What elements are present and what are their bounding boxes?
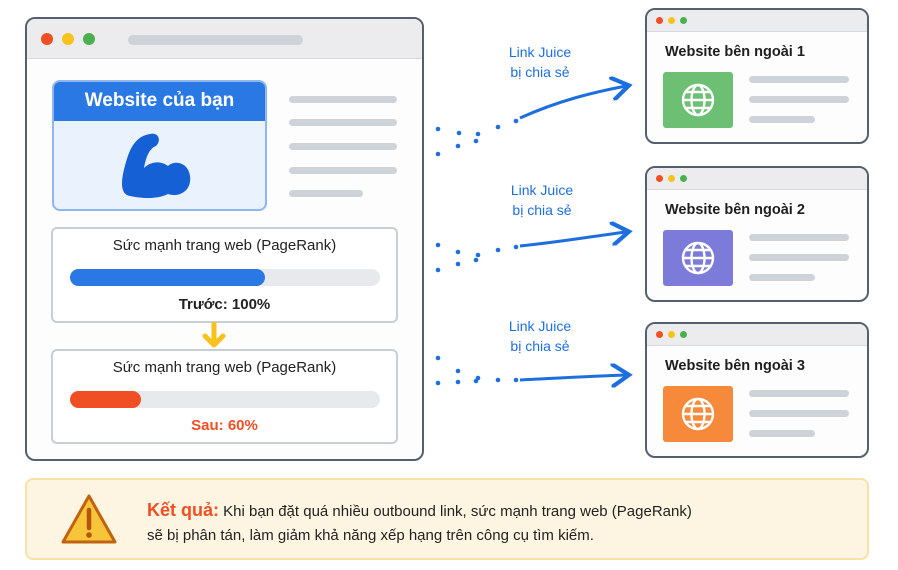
pagerank-after-box: Sức mạnh trang web (PageRank) Sau: 60% — [51, 349, 398, 444]
text-line — [749, 274, 815, 281]
text-line — [749, 430, 815, 437]
text-line — [289, 119, 397, 126]
text-line — [749, 390, 849, 397]
text-line — [749, 116, 815, 123]
flow-label-line: bị chia sẻ — [510, 338, 570, 354]
close-dot — [656, 17, 663, 24]
flow-label-line: bị chia sẻ — [510, 64, 570, 80]
address-bar — [128, 35, 303, 45]
flow-label-line: Link Juice — [510, 182, 574, 198]
pagerank-before-box: Sức mạnh trang web (PageRank) Trước: 100… — [51, 227, 398, 323]
text-line — [749, 410, 849, 417]
pagerank-before-fill — [70, 269, 266, 286]
external-website-window: Website bên ngoài 2 — [645, 166, 869, 302]
globe-icon — [663, 72, 733, 128]
flow-label-3: Link Juice bị chia sẻ — [485, 316, 595, 356]
your-website-card: Website của bạn — [52, 80, 267, 211]
pagerank-before-bar — [70, 269, 380, 286]
flow-label-line: bị chia sẻ — [512, 202, 572, 218]
text-line — [749, 254, 849, 261]
text-line — [749, 96, 849, 103]
warning-icon — [61, 494, 117, 544]
maximize-dot — [83, 33, 95, 45]
pagerank-before-value: Trước: 100% — [178, 296, 271, 313]
text-line — [749, 234, 849, 241]
pagerank-after-value: Sau: 60% — [191, 417, 258, 434]
title-bar — [27, 19, 422, 59]
text-line — [289, 190, 363, 197]
globe-icon — [663, 386, 733, 442]
external-website-title: Website bên ngoài 1 — [665, 44, 805, 60]
minimize-dot — [668, 175, 675, 182]
result-label: Kết quả: — [147, 500, 219, 520]
title-bar — [647, 10, 867, 32]
globe-icon — [663, 230, 733, 286]
text-line — [289, 143, 397, 150]
flow-arrow-2 — [435, 232, 626, 273]
pagerank-after-bar — [70, 391, 380, 408]
minimize-dot — [62, 33, 74, 45]
pagerank-title: Sức mạnh trang web (PageRank) — [112, 237, 337, 254]
text-line — [749, 76, 849, 83]
result-line-2: sẽ bị phân tán, làm giảm khả năng xếp hạ… — [147, 527, 594, 544]
flow-label-1: Link Juice bị chia sẻ — [485, 42, 595, 82]
pagerank-after-fill — [70, 391, 142, 408]
title-bar — [647, 168, 867, 190]
text-line — [289, 96, 397, 103]
title-bar — [647, 324, 867, 346]
text-line — [289, 167, 397, 174]
flow-label-line: Link Juice — [508, 44, 572, 60]
external-website-window: Website bên ngoài 1 — [645, 8, 869, 144]
close-dot — [41, 33, 53, 45]
flow-label-line: Link Juice — [508, 318, 572, 334]
down-arrow-icon — [202, 322, 226, 348]
maximize-dot — [680, 331, 687, 338]
flow-arrow-1 — [435, 86, 626, 157]
minimize-dot — [668, 331, 675, 338]
close-dot — [656, 331, 663, 338]
external-website-title: Website bên ngoài 2 — [665, 202, 805, 218]
flow-label-2: Link Juice bị chia sẻ — [487, 180, 597, 220]
result-text: Khi bạn đặt quá nhiều outbound link, sức… — [223, 503, 692, 520]
close-dot — [656, 175, 663, 182]
minimize-dot — [668, 17, 675, 24]
your-website-window: Website của bạn Sức mạnh trang web (Page… — [25, 17, 424, 461]
external-website-window: Website bên ngoài 3 — [645, 322, 869, 458]
flow-arrow-3 — [435, 355, 626, 386]
maximize-dot — [680, 17, 687, 24]
card-title: Website của bạn — [54, 82, 265, 121]
maximize-dot — [680, 175, 687, 182]
result-callout: Kết quả: Khi bạn đặt quá nhiều outbound … — [25, 478, 869, 560]
result-line-1: Kết quả: Khi bạn đặt quá nhiều outbound … — [147, 498, 692, 524]
pagerank-title: Sức mạnh trang web (PageRank) — [112, 359, 337, 376]
muscle-icon — [122, 133, 191, 198]
external-website-title: Website bên ngoài 3 — [665, 358, 805, 374]
